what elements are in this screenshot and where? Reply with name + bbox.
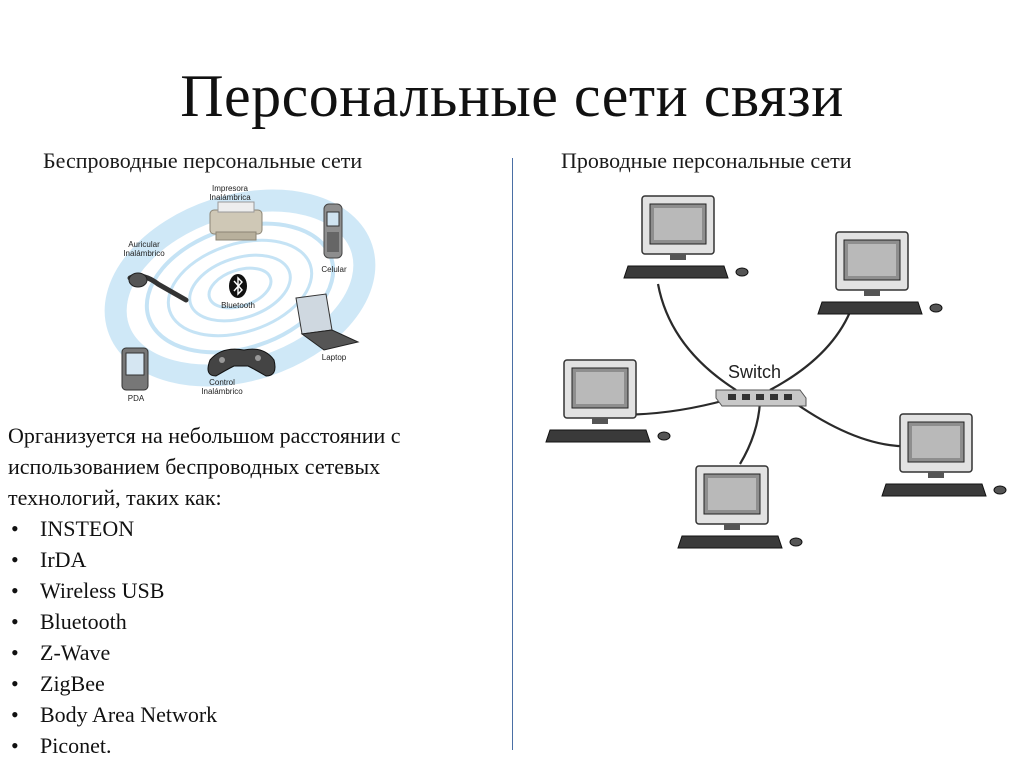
phone-label: Celular — [321, 265, 347, 274]
bluetooth-label: Bluetooth — [221, 301, 255, 310]
list-item: Bluetooth — [8, 606, 478, 637]
column-divider — [512, 158, 513, 750]
wired-heading: Проводные персональные сети — [561, 148, 852, 173]
desktop-computer-icon — [677, 465, 803, 549]
cellphone-icon — [323, 203, 343, 259]
desktop-computer-icon — [817, 231, 943, 315]
wireless-heading: Беспроводные персональные сети — [43, 148, 363, 173]
headset-label-2: Inalámbrico — [123, 249, 165, 258]
pda-label: PDA — [128, 394, 145, 403]
headset-label-1: Auricular — [128, 240, 160, 249]
desktop-computer-icon — [545, 359, 671, 443]
wired-pan-illustration: Switch — [545, 195, 1007, 549]
list-item: Body Area Network — [8, 699, 478, 730]
list-item: ZigBee — [8, 668, 478, 699]
slide-title: Персональные сети связи — [180, 63, 844, 129]
list-item: IrDA — [8, 544, 478, 575]
wireless-pan-illustration: Bluetooth Impresora Inalámbrica Celular … — [104, 184, 376, 403]
desktop-computer-icon — [623, 195, 749, 279]
printer-label-1: Impresora — [212, 184, 249, 193]
switch-device — [715, 389, 807, 407]
description-block: Организуется на небольшом расстоянии с и… — [8, 420, 478, 761]
technology-list: INSTEON IrDA Wireless USB Bluetooth Z-Wa… — [8, 513, 478, 761]
desktop-computer-icon — [881, 413, 1007, 497]
list-item: Piconet. — [8, 730, 478, 761]
laptop-label: Laptop — [322, 353, 347, 362]
gamepad-label-2: Inalámbrico — [201, 387, 243, 396]
printer-label-2: Inalámbrica — [209, 193, 251, 202]
gamepad-icon — [207, 348, 276, 377]
list-item: Wireless USB — [8, 575, 478, 606]
switch-label: Switch — [728, 362, 781, 382]
description-text: Организуется на небольшом расстоянии с и… — [8, 423, 401, 510]
bluetooth-icon — [229, 274, 247, 298]
pda-icon — [121, 347, 149, 391]
printer-icon — [209, 201, 263, 241]
gamepad-label-1: Control — [209, 378, 235, 387]
list-item: INSTEON — [8, 513, 478, 544]
list-item: Z-Wave — [8, 637, 478, 668]
laptop-icon — [295, 293, 360, 351]
headset-icon — [127, 272, 189, 303]
